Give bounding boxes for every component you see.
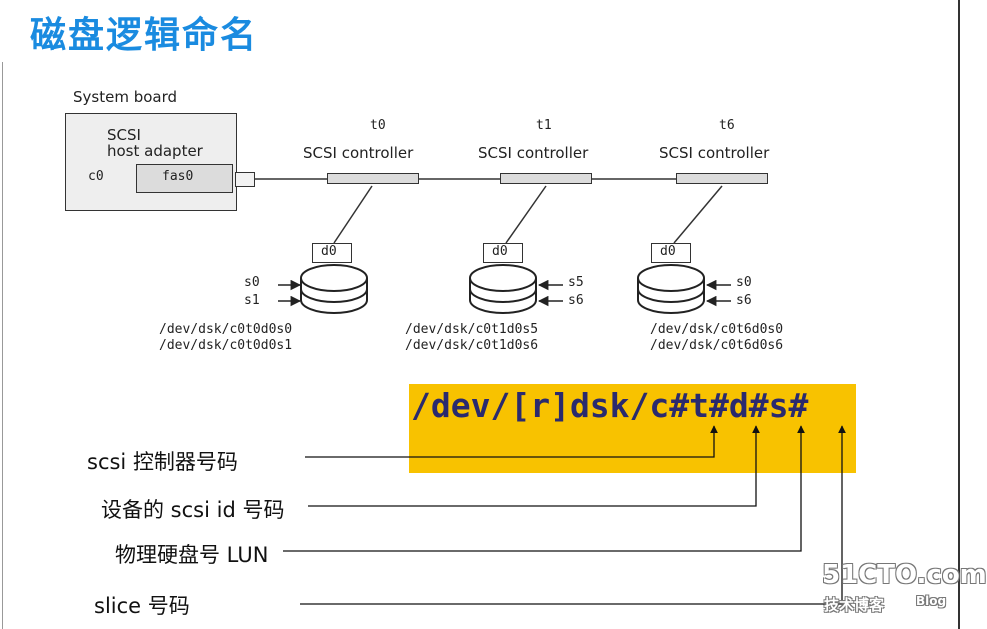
adapter-name: fas0 <box>162 169 194 184</box>
legend-label-target: 设备的 scsi id 号码 <box>101 498 285 522</box>
slide-title: 磁盘逻辑命名 <box>30 15 259 56</box>
naming-pattern-box <box>409 384 856 473</box>
device-path: /dev/dsk/c0t1d0s5 <box>405 322 539 337</box>
device-path: /dev/dsk/c0t6d0s6 <box>650 338 784 353</box>
diagram-lines <box>255 178 731 314</box>
controller-label: SCSI controller <box>303 144 414 162</box>
system-board <box>65 113 237 211</box>
slice-label: s1 <box>244 293 260 308</box>
adapter-label-line1: SCSI <box>107 126 141 144</box>
controller-disk-connector <box>505 185 547 244</box>
slice-label: s0 <box>244 275 260 290</box>
controller-disk-connector <box>673 185 723 244</box>
device-path: /dev/dsk/c0t6d0s0 <box>650 322 784 337</box>
system-board-label: System board <box>73 88 178 106</box>
naming-pattern: /dev/[r]dsk/c#t#d#s# <box>411 386 809 425</box>
slice-label: s5 <box>568 275 584 290</box>
device-path: /dev/dsk/c0t0d0s1 <box>159 338 293 353</box>
slice-label: s6 <box>568 293 584 308</box>
leader-line-lun <box>283 425 805 552</box>
watermark-site: 51CTO.com <box>822 560 987 590</box>
slice-label: s6 <box>736 293 752 308</box>
controller-target-label: t6 <box>719 118 735 133</box>
left-border <box>2 62 3 629</box>
controller-id: c0 <box>88 169 104 184</box>
controller-target-label: t0 <box>370 118 386 133</box>
disk-label-box <box>651 243 691 263</box>
device-path: /dev/dsk/c0t0d0s0 <box>159 322 293 337</box>
scsi-controller-bar <box>500 173 592 184</box>
slice-label: s0 <box>736 275 752 290</box>
host-adapter-box <box>136 164 233 193</box>
disk-label: d0 <box>492 244 508 259</box>
device-path: /dev/dsk/c0t1d0s6 <box>405 338 539 353</box>
disk-icon <box>637 264 705 314</box>
legend-leader-lines <box>283 425 846 605</box>
disk-label-box <box>483 243 523 263</box>
controller-disk-connector <box>333 185 373 244</box>
adapter-port <box>235 172 255 187</box>
disk-label: d0 <box>321 244 337 259</box>
adapter-label-line2: host adapter <box>107 142 203 160</box>
watermark-sub: 技术博客 <box>824 596 885 614</box>
controller-label: SCSI controller <box>478 144 589 162</box>
legend-label-controller: scsi 控制器号码 <box>87 450 238 474</box>
leader-line-target <box>308 425 760 507</box>
legend-label-slice: slice 号码 <box>94 594 190 618</box>
scsi-controller-bar <box>676 173 768 184</box>
disk-label-box <box>312 243 352 263</box>
disk-icon <box>300 264 368 314</box>
right-border <box>958 0 960 629</box>
leader-line-controller <box>305 425 718 458</box>
scsi-controller-bar <box>327 173 419 184</box>
legend-label-lun: 物理硬盘号 LUN <box>115 543 269 567</box>
leader-line-slice <box>300 425 846 605</box>
disk-label: d0 <box>660 244 676 259</box>
controller-target-label: t1 <box>536 118 552 133</box>
controller-label: SCSI controller <box>659 144 770 162</box>
disk-icon <box>469 264 537 314</box>
watermark-blog: Blog <box>916 594 947 608</box>
